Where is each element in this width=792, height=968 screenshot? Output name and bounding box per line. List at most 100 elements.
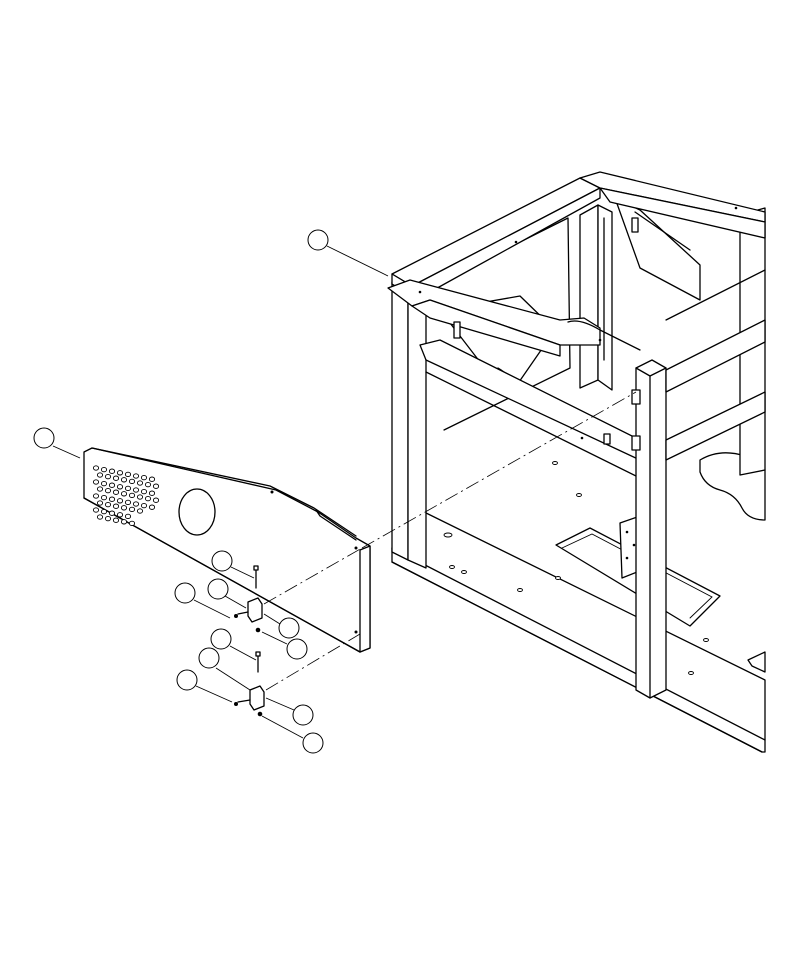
vent-hole [124,513,132,520]
vent-hole [100,466,108,473]
vent-hole [140,488,148,495]
callout-leader [326,245,389,277]
vent-hole [116,498,124,504]
vent-hole [112,475,120,481]
rivet [598,338,602,342]
side-panel-edge [359,545,371,653]
vent-hole [108,468,116,474]
vent-hole [136,508,144,514]
vent-grille [92,465,160,527]
floor-right-notch [747,651,766,673]
callout-leader [261,715,304,739]
lower-cross-member-edge [425,371,641,479]
top-rail-face [411,187,601,293]
upper-nut [255,627,261,633]
left-front-post-side [391,281,409,561]
callout-c3 [211,550,233,572]
vent-hole [124,499,132,506]
rivet [514,240,518,244]
vent-hole [148,490,156,496]
post-clip [603,433,611,445]
left-rear-upright [579,204,599,389]
panel-round-cutout [178,488,216,536]
lower-bolt-head [234,702,238,706]
slot-bracket [453,321,461,339]
vent-hole [104,473,112,480]
callout-c10 [176,669,198,691]
floor-hole [517,588,523,592]
floor-hole [461,570,467,574]
floor-plate-edge [391,561,763,753]
floor-hole [688,671,694,675]
lower-hinge [249,685,265,711]
vent-hole [112,517,120,523]
hinge-hardware [234,565,265,717]
vent-hole [132,501,140,507]
vent-hole [96,514,104,520]
vent-hole [148,476,156,482]
vent-hole [120,519,128,525]
floor-hole [703,638,709,642]
vent-hole [140,474,148,481]
slot-bracket [631,217,639,233]
lower-nut [257,711,263,717]
vent-hole [128,478,136,485]
frame-assembly [387,171,766,753]
vent-hole [116,512,124,518]
right-top-rail-line [665,269,766,321]
vent-hole [120,505,128,511]
panel-screw [354,546,358,550]
callout-c7 [210,628,232,650]
right-gusset-edge [634,211,691,251]
callout-c5 [207,578,229,600]
callouts [33,229,389,754]
right-lower-rail [665,391,766,461]
vent-hole [92,493,100,499]
cross-tube-bend [567,320,641,351]
mount-bolt [632,543,636,547]
post-clip [631,389,641,405]
callout-leader [261,631,288,645]
side-panel-assembly [83,447,371,653]
vent-hole [124,485,132,492]
callout-leader [52,445,81,459]
callout-c2 [33,427,55,449]
vent-hole [152,483,160,489]
top-right-rail [579,171,766,223]
vent-hole [108,496,116,502]
upper-hinge [247,597,263,623]
floor-hole [552,461,558,465]
vent-hole [92,479,100,485]
callout-leader [229,645,257,661]
vent-hole [108,482,116,488]
vent-hole [92,507,100,513]
panel-screw [354,630,358,634]
rivet [418,290,422,294]
vent-hole [96,472,104,478]
rivet [580,436,584,440]
vent-hole [144,481,152,488]
floor-plate [391,509,766,753]
callout-c12 [302,732,324,754]
vent-hole [100,508,108,515]
side-panel-face [83,447,371,653]
vent-hole [104,515,112,522]
right-upper-rail [665,319,766,393]
vent-hole [152,497,160,503]
left-rear-upright-face [597,204,613,391]
upper-screw-head [253,565,259,571]
callout-leader [215,667,251,691]
right-front-post [635,359,667,699]
callout-c9 [198,647,220,669]
callout-c11 [292,704,314,726]
vent-hole [104,487,112,494]
upper-bolt-head [234,614,238,618]
vent-hole [116,470,124,476]
floor-hole [555,576,561,580]
vent-hole [92,465,100,471]
vent-hole [144,495,152,502]
callout-c6 [278,617,300,639]
callout-c1 [307,229,329,251]
